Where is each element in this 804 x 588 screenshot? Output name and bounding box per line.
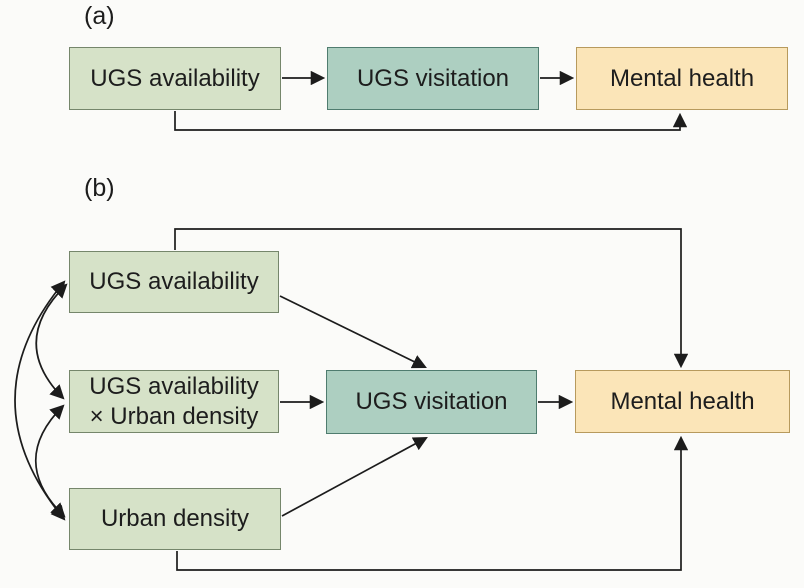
- box-b-ugs-visitation-label: UGS visitation: [355, 388, 508, 416]
- arrow-b-availability-to-visitation-diagonal: [279, 295, 427, 369]
- box-b-mental-health: Mental health: [575, 370, 790, 433]
- covariance-arc-availability-density: [14, 280, 66, 521]
- box-a-ugs-availability-label: UGS availability: [90, 64, 260, 92]
- panel-a-label: (a): [84, 2, 115, 30]
- box-b-urban-density: Urban density: [69, 488, 281, 550]
- box-a-ugs-availability: UGS availability: [69, 47, 281, 110]
- arrow-b-density-to-mentalhealth-bottom: [176, 435, 689, 571]
- box-b-interaction-label-line2: × Urban density: [89, 402, 259, 430]
- box-b-urban-density-label: Urban density: [100, 505, 250, 533]
- box-b-interaction-label-line1: UGS availability: [89, 373, 259, 401]
- covariance-arc-availability-interaction: [35, 283, 68, 400]
- box-b-interaction: UGS availability × Urban density: [69, 370, 279, 433]
- box-a-mental-health-label: Mental health: [609, 64, 755, 92]
- box-b-ugs-availability-label: UGS availability: [89, 268, 259, 296]
- box-b-ugs-availability: UGS availability: [69, 251, 279, 313]
- arrow-b-density-to-visitation-diagonal: [281, 436, 428, 517]
- box-a-ugs-visitation-label: UGS visitation: [356, 64, 510, 92]
- box-b-mental-health-label: Mental health: [610, 387, 755, 415]
- arrow-a-availability-to-mentalhealth-bypass: [174, 111, 688, 131]
- box-b-ugs-visitation: UGS visitation: [326, 370, 537, 434]
- panel-b-label: (b): [84, 174, 115, 202]
- arrow-b-availability-to-mentalhealth-top: [174, 228, 689, 369]
- box-a-mental-health: Mental health: [576, 47, 788, 110]
- box-a-ugs-visitation: UGS visitation: [327, 47, 539, 110]
